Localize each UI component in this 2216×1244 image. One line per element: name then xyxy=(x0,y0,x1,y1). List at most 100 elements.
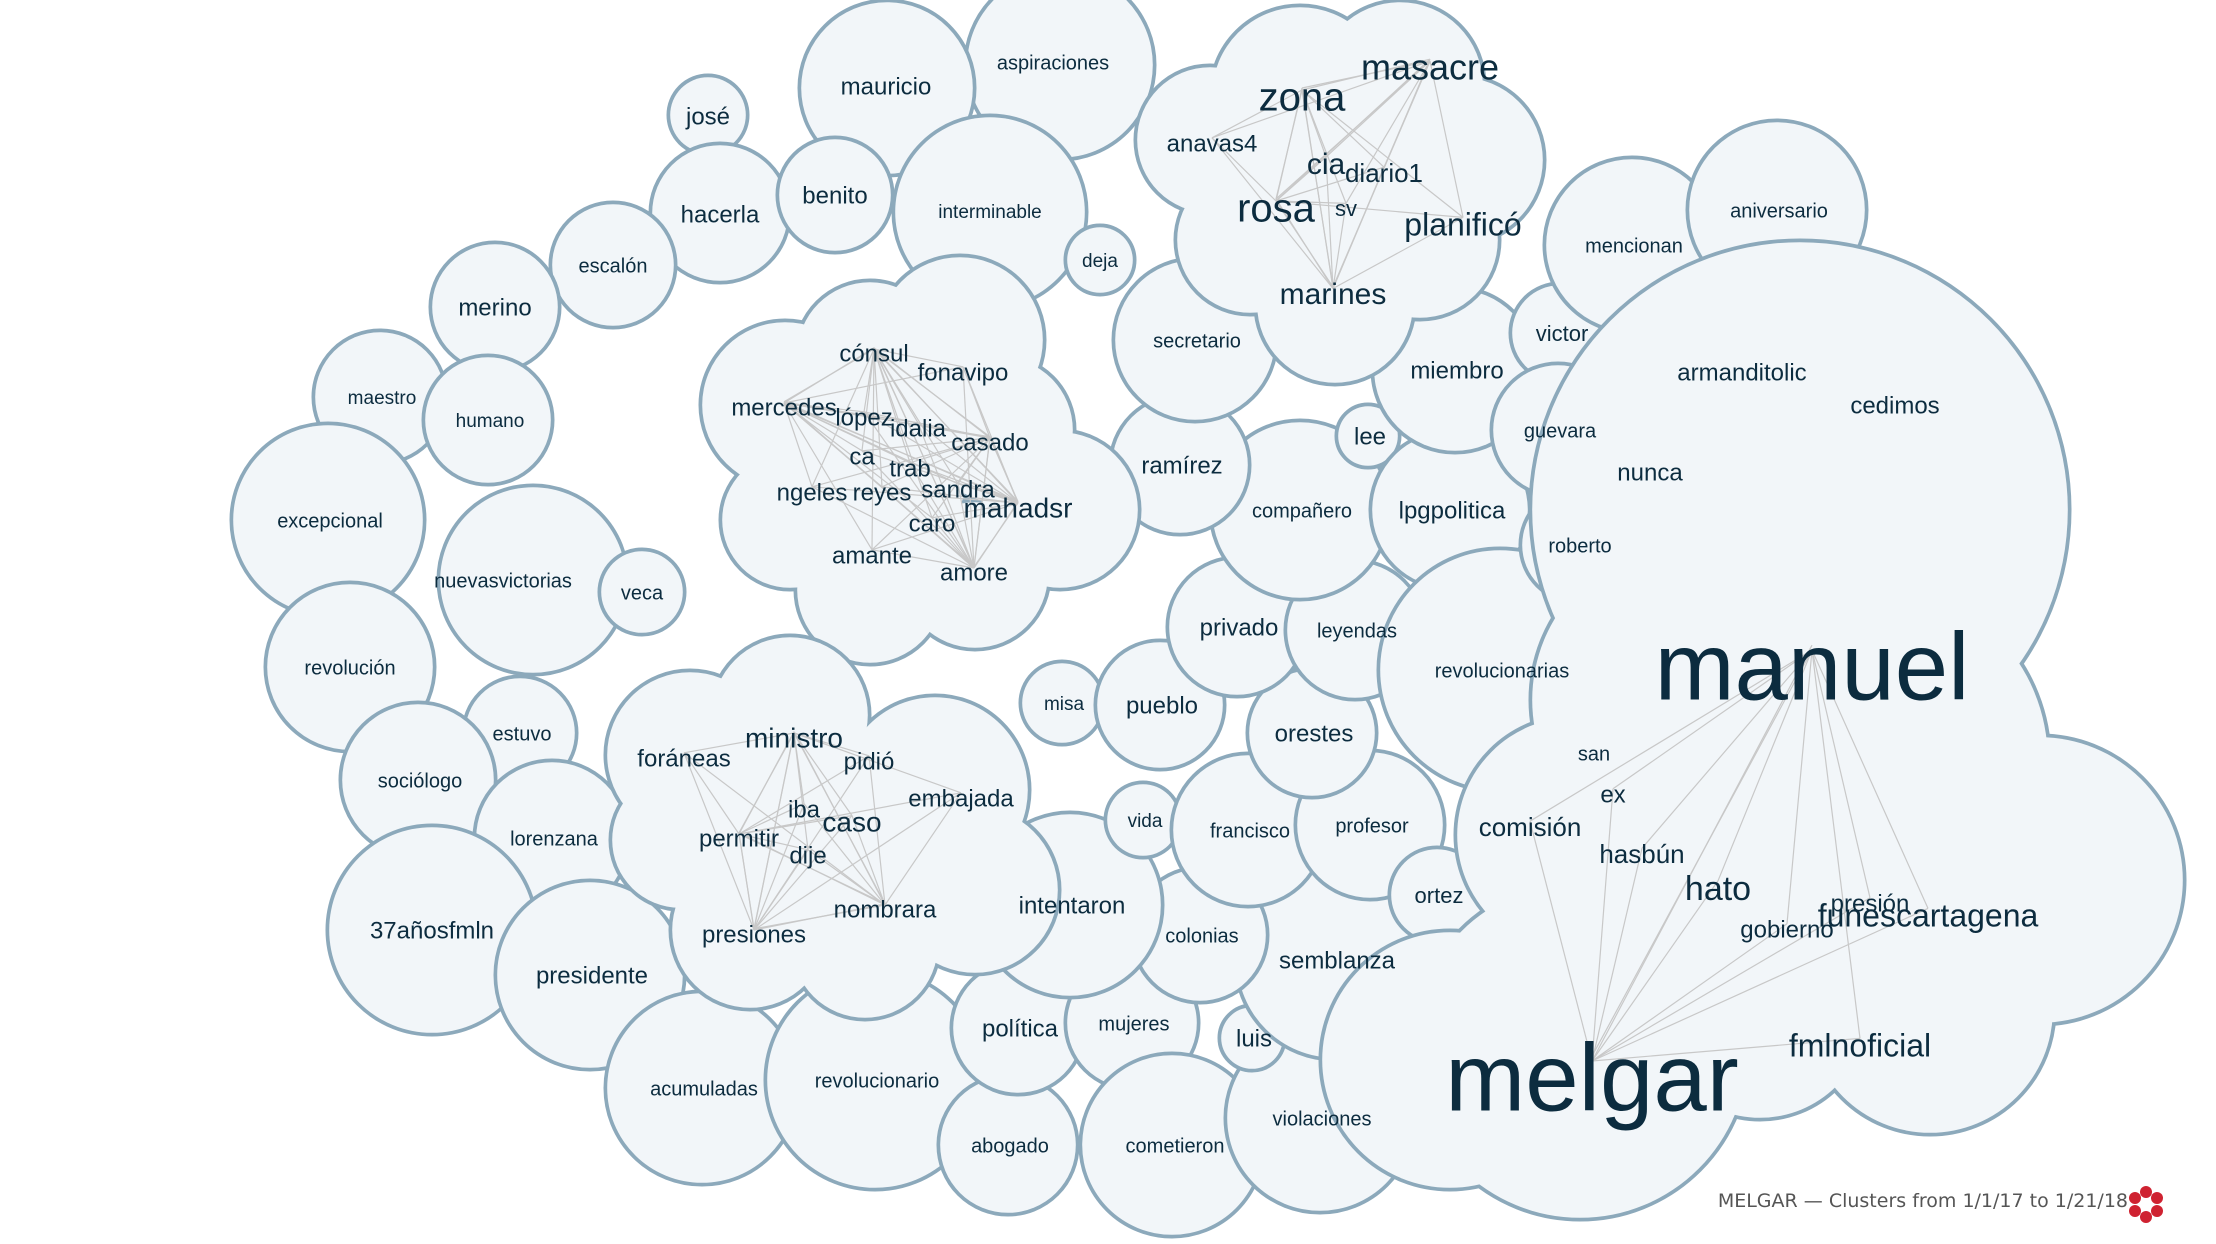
word-label[interactable]: sv xyxy=(1335,196,1357,221)
word-label[interactable]: misa xyxy=(1044,694,1085,715)
word-label[interactable]: excepcional xyxy=(277,510,383,532)
word-label[interactable]: melgar xyxy=(1445,1024,1738,1131)
word-label[interactable]: deja xyxy=(1082,251,1118,272)
word-label[interactable]: san xyxy=(1578,743,1610,765)
word-label[interactable]: caso xyxy=(822,806,881,837)
word-label[interactable]: política xyxy=(982,1015,1059,1042)
word-label[interactable]: foráneas xyxy=(637,745,730,772)
word-label[interactable]: merino xyxy=(458,294,531,321)
word-label[interactable]: violaciones xyxy=(1273,1108,1372,1130)
word-label[interactable]: hato xyxy=(1685,870,1751,908)
word-label[interactable]: cónsul xyxy=(839,340,908,367)
word-label[interactable]: ex xyxy=(1600,781,1625,808)
word-label[interactable]: armanditolic xyxy=(1677,359,1806,386)
word-label[interactable]: amore xyxy=(940,559,1008,586)
word-label[interactable]: privado xyxy=(1200,614,1279,641)
word-label[interactable]: planificó xyxy=(1404,206,1521,242)
word-label[interactable]: semblanza xyxy=(1279,947,1396,974)
word-label[interactable]: compañero xyxy=(1252,500,1352,522)
word-label[interactable]: roberto xyxy=(1548,535,1611,557)
word-label[interactable]: rosa xyxy=(1237,187,1316,231)
cluster-bubble-cl60[interactable] xyxy=(1318,238,2187,1222)
word-label[interactable]: marines xyxy=(1280,278,1387,311)
cluster-bubble-cl9[interactable] xyxy=(428,240,562,374)
word-label[interactable]: cometieron xyxy=(1126,1135,1225,1157)
word-label[interactable]: trab xyxy=(889,455,930,482)
word-label[interactable]: presión xyxy=(1831,890,1910,917)
word-label[interactable]: orestes xyxy=(1275,720,1354,747)
word-label[interactable]: ngeles xyxy=(777,479,848,506)
word-label[interactable]: josé xyxy=(685,103,730,130)
word-label[interactable]: funescartagena xyxy=(1818,897,2039,933)
word-label[interactable]: hasbún xyxy=(1599,839,1684,869)
word-label[interactable]: francisco xyxy=(1210,820,1290,842)
word-label[interactable]: miembro xyxy=(1410,357,1503,384)
word-label[interactable]: hacerla xyxy=(681,201,760,228)
word-label[interactable]: revolución xyxy=(304,657,395,679)
cluster-bubble-cl26[interactable] xyxy=(1078,1051,1266,1239)
word-label[interactable]: aspiraciones xyxy=(997,52,1109,74)
cluster-bubble-cl59[interactable] xyxy=(603,633,1062,1022)
word-label[interactable]: colonias xyxy=(1165,925,1238,947)
cluster-bubble-cl4[interactable] xyxy=(648,141,792,285)
word-label[interactable]: casado xyxy=(951,429,1028,456)
cluster-bubble-cl41[interactable] xyxy=(1208,418,1392,602)
word-label[interactable]: acumuladas xyxy=(650,1078,758,1100)
word-label[interactable]: fonavipo xyxy=(918,359,1009,386)
cluster-bubble-cl13[interactable] xyxy=(229,421,427,619)
word-label[interactable]: mencionan xyxy=(1585,235,1683,257)
word-label[interactable]: mercedes xyxy=(731,394,836,421)
cluster-bubble-cl2[interactable] xyxy=(797,0,977,178)
word-label[interactable]: revolucionarias xyxy=(1435,660,1570,682)
word-label[interactable]: pueblo xyxy=(1126,692,1198,719)
word-label[interactable]: interminable xyxy=(938,202,1042,223)
word-label[interactable]: aniversario xyxy=(1730,200,1828,222)
word-label[interactable]: mahadsr xyxy=(964,492,1073,523)
cluster-bubble-cl19[interactable] xyxy=(325,823,539,1037)
word-label[interactable]: permitir xyxy=(699,825,779,852)
word-label[interactable]: fmlnoficial xyxy=(1789,1027,1931,1063)
word-label[interactable]: lópez xyxy=(835,404,892,431)
cluster-bubble-cl42[interactable] xyxy=(1334,402,1402,470)
word-label[interactable]: vida xyxy=(1128,811,1163,832)
word-label[interactable]: 37añosfmln xyxy=(370,917,494,944)
word-label[interactable]: comisión xyxy=(1479,812,1582,842)
cluster-bubble-cl7[interactable] xyxy=(1063,223,1137,297)
word-label[interactable]: amante xyxy=(832,542,912,569)
word-label[interactable]: revolucionario xyxy=(815,1070,940,1092)
word-label[interactable]: nombrara xyxy=(834,896,937,923)
word-label[interactable]: maestro xyxy=(348,388,417,409)
word-label[interactable]: ramírez xyxy=(1141,452,1222,479)
word-label[interactable]: guevara xyxy=(1524,420,1597,442)
cluster-bubble-cl14[interactable] xyxy=(597,547,687,637)
word-label[interactable]: ministro xyxy=(745,722,843,753)
word-label[interactable]: intentaron xyxy=(1019,892,1126,919)
word-label[interactable]: humano xyxy=(456,411,525,432)
word-label[interactable]: abogado xyxy=(971,1135,1049,1157)
word-label[interactable]: profesor xyxy=(1335,815,1409,837)
word-label[interactable]: leyendas xyxy=(1317,620,1397,642)
cluster-bubble-cl12[interactable] xyxy=(436,483,630,677)
word-label[interactable]: cedimos xyxy=(1850,392,1939,419)
cluster-bubble-cl22[interactable] xyxy=(763,968,987,1192)
word-label[interactable]: secretario xyxy=(1153,330,1241,352)
word-label[interactable]: escalón xyxy=(579,255,648,277)
word-label[interactable]: sociólogo xyxy=(378,770,463,792)
word-label[interactable]: nunca xyxy=(1617,459,1683,486)
word-label[interactable]: iba xyxy=(788,796,821,823)
word-label[interactable]: gobierno xyxy=(1740,916,1833,943)
word-label[interactable]: anavas4 xyxy=(1167,130,1258,157)
word-label[interactable]: ortez xyxy=(1415,883,1464,908)
word-label[interactable]: presidente xyxy=(536,962,648,989)
word-label[interactable]: cia xyxy=(1307,148,1346,181)
cluster-bubble-cl43[interactable] xyxy=(1108,393,1252,537)
word-label[interactable]: mauricio xyxy=(841,73,932,100)
word-label[interactable]: diario1 xyxy=(1345,158,1423,188)
cluster-bubble-cl11[interactable] xyxy=(421,353,555,487)
word-label[interactable]: masacre xyxy=(1361,47,1499,88)
cluster-bubble-cl32[interactable] xyxy=(1103,780,1183,860)
word-label[interactable]: zona xyxy=(1259,76,1346,120)
word-label[interactable]: caro xyxy=(909,510,956,537)
word-label[interactable]: embajada xyxy=(908,785,1014,812)
word-label[interactable]: nuevasvictorias xyxy=(434,570,572,592)
